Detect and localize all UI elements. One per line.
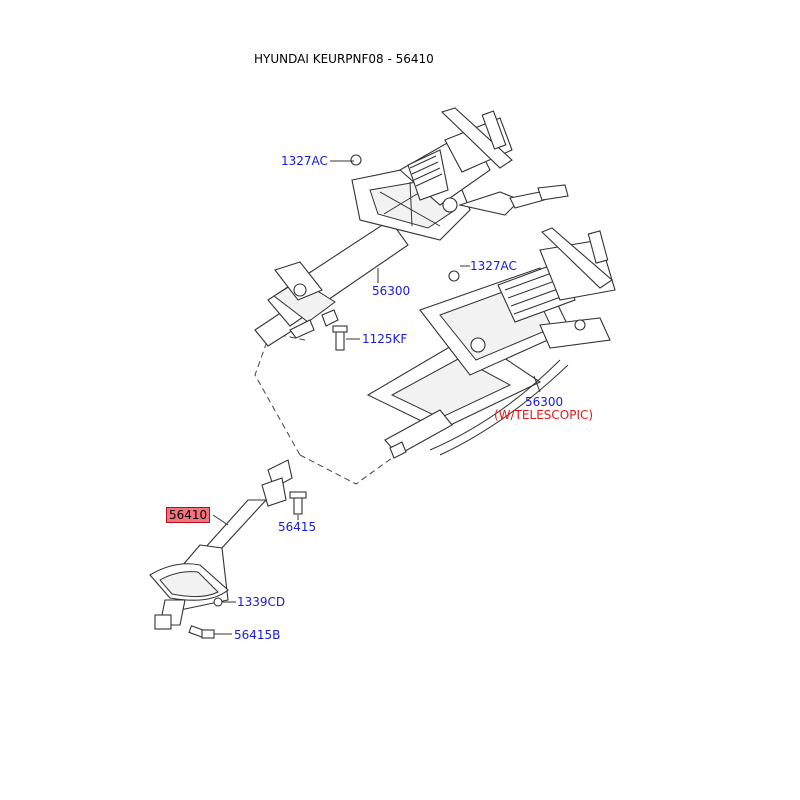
assembly-dashed-lines: [254, 332, 393, 485]
callout-1339cd[interactable]: 1339CD: [237, 595, 286, 609]
upper-steering-column: [254, 107, 569, 347]
telescopic-steering-column: [366, 227, 616, 459]
callout-56415b[interactable]: 56415B: [234, 628, 281, 642]
callout-56300-upper[interactable]: 56300: [372, 284, 411, 298]
intermediate-shaft: [149, 459, 293, 630]
callout-1125kf[interactable]: 1125KF: [362, 332, 408, 346]
bolt-56415b-shape: [188, 625, 215, 639]
leader-lines: [212, 160, 541, 635]
callout-56410-highlighted[interactable]: 56410: [166, 507, 211, 523]
callout-1327ac-lower[interactable]: 1327AC: [470, 259, 517, 273]
telescopic-note: (W/TELESCOPIC): [494, 408, 594, 422]
callout-56300-lower[interactable]: 56300: [525, 395, 564, 409]
bolt-56415-shape: [289, 491, 307, 515]
nut-1339cd-shape: [213, 597, 223, 607]
bolt-1125kf-shape: [332, 325, 348, 351]
callout-56415[interactable]: 56415: [278, 520, 317, 534]
callout-1327ac-upper[interactable]: 1327AC: [281, 154, 328, 168]
page-title: HYUNDAI KEURPNF08 - 56410: [254, 52, 434, 66]
